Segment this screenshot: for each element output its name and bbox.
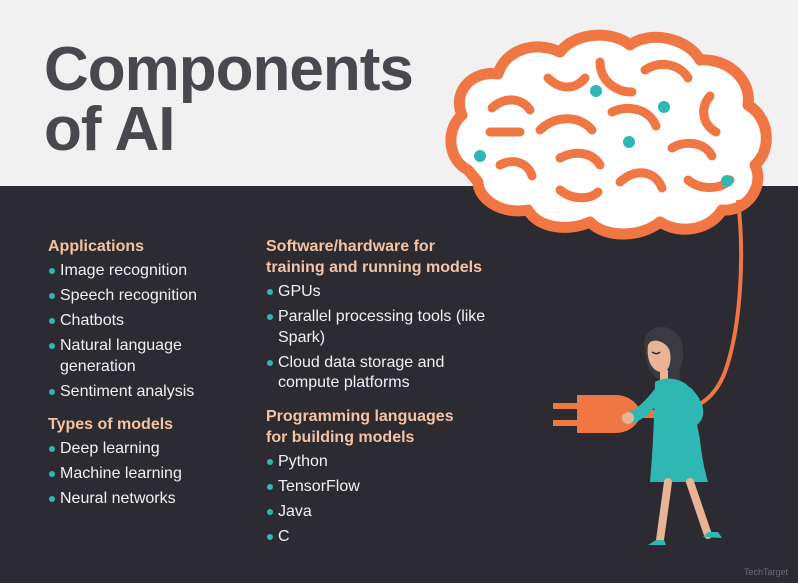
title-line-2: of AI: [44, 95, 175, 164]
right-column: Software/hardware for training and runni…: [266, 236, 506, 559]
list-item: Image recognition: [48, 261, 258, 282]
list-item: Parallel processing tools (like Spark): [266, 307, 506, 348]
list-item: Machine learning: [48, 464, 258, 485]
software-hardware-list: GPUs Parallel processing tools (like Spa…: [266, 282, 506, 394]
list-item: TensorFlow: [266, 477, 506, 498]
programming-languages-list: Python TensorFlow Java C: [266, 452, 506, 548]
list-item: C: [266, 527, 506, 548]
list-item: GPUs: [266, 282, 506, 303]
watermark-logo: TechTarget: [743, 567, 788, 577]
programming-languages-heading-1: Programming languages: [266, 407, 454, 425]
plug-icon: [553, 395, 665, 433]
list-item: Java: [266, 502, 506, 523]
programming-languages-heading-2: for building models: [266, 428, 415, 446]
types-of-models-list: Deep learning Machine learning Neural ne…: [48, 439, 258, 510]
list-item: Cloud data storage and compute platforms: [266, 353, 506, 394]
title-line-1: Components: [44, 35, 414, 104]
list-item: Natural language generation: [48, 336, 258, 377]
types-of-models-heading: Types of models: [48, 416, 174, 433]
software-hardware-heading-2: training and running models: [266, 259, 482, 276]
list-item: Chatbots: [48, 311, 258, 332]
brain-icon: [445, 29, 772, 240]
list-item: Deep learning: [48, 439, 258, 460]
software-hardware-heading-1: Software/hardware for: [266, 238, 435, 255]
list-item: Speech recognition: [48, 286, 258, 307]
applications-list: Image recognition Speech recognition Cha…: [48, 261, 258, 402]
list-item: Python: [266, 452, 506, 473]
page-title: Components of AI: [44, 35, 414, 164]
woman-figure: [622, 326, 722, 545]
list-item: Sentiment analysis: [48, 382, 258, 403]
list-item: Neural networks: [48, 489, 258, 510]
applications-heading: Applications: [48, 238, 145, 255]
left-column: Applications Image recognition Speech re…: [48, 236, 258, 522]
